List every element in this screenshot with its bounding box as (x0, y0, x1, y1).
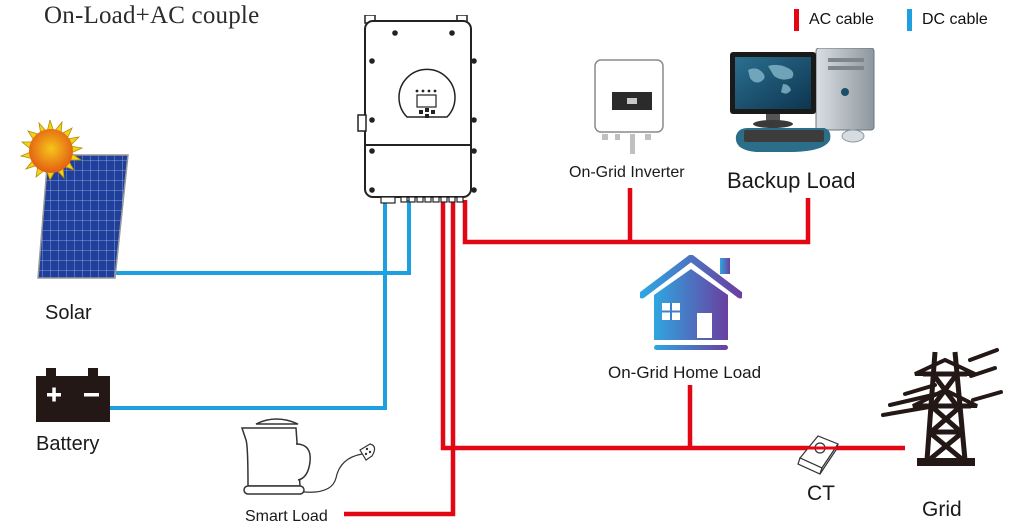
legend-label: AC cable (809, 11, 874, 28)
on-grid-inverter-label: On-Grid Inverter (569, 164, 685, 181)
hybrid-inverter-icon (357, 15, 477, 204)
ct-label: CT (807, 482, 835, 505)
dc-cable-swatch (907, 9, 912, 31)
computer-icon (730, 48, 875, 152)
ct-clamp-icon (796, 435, 842, 475)
ac-cable-backup (462, 198, 811, 245)
legend-dc-cable: DC cable (907, 8, 988, 32)
solar-panel-icon (19, 120, 129, 279)
ac-cables (344, 188, 905, 517)
diagram-title: On-Load+AC couple (44, 2, 260, 29)
ac-cable-swatch (794, 9, 799, 31)
solar-label: Solar (45, 302, 92, 324)
house-icon (640, 255, 742, 350)
legend-ac-cable: AC cable (794, 8, 874, 32)
dc-cables (108, 200, 411, 410)
kettle-icon (240, 418, 376, 495)
dc-cable-battery (108, 200, 387, 410)
grid-label: Grid (922, 498, 962, 521)
power-tower-icon (881, 348, 1003, 466)
legend-label: DC cable (922, 11, 988, 28)
battery-label: Battery (36, 433, 100, 455)
battery-icon (36, 368, 110, 422)
home-load-label: On-Grid Home Load (608, 363, 762, 382)
backup-load-label: Backup Load (727, 168, 856, 193)
dc-cable-solar (112, 200, 411, 275)
ac-cable-grid (440, 200, 905, 451)
smart-load-label: Smart Load (245, 508, 328, 525)
on-grid-inverter-icon (594, 59, 664, 154)
ac-cable-smart-load (344, 200, 456, 517)
